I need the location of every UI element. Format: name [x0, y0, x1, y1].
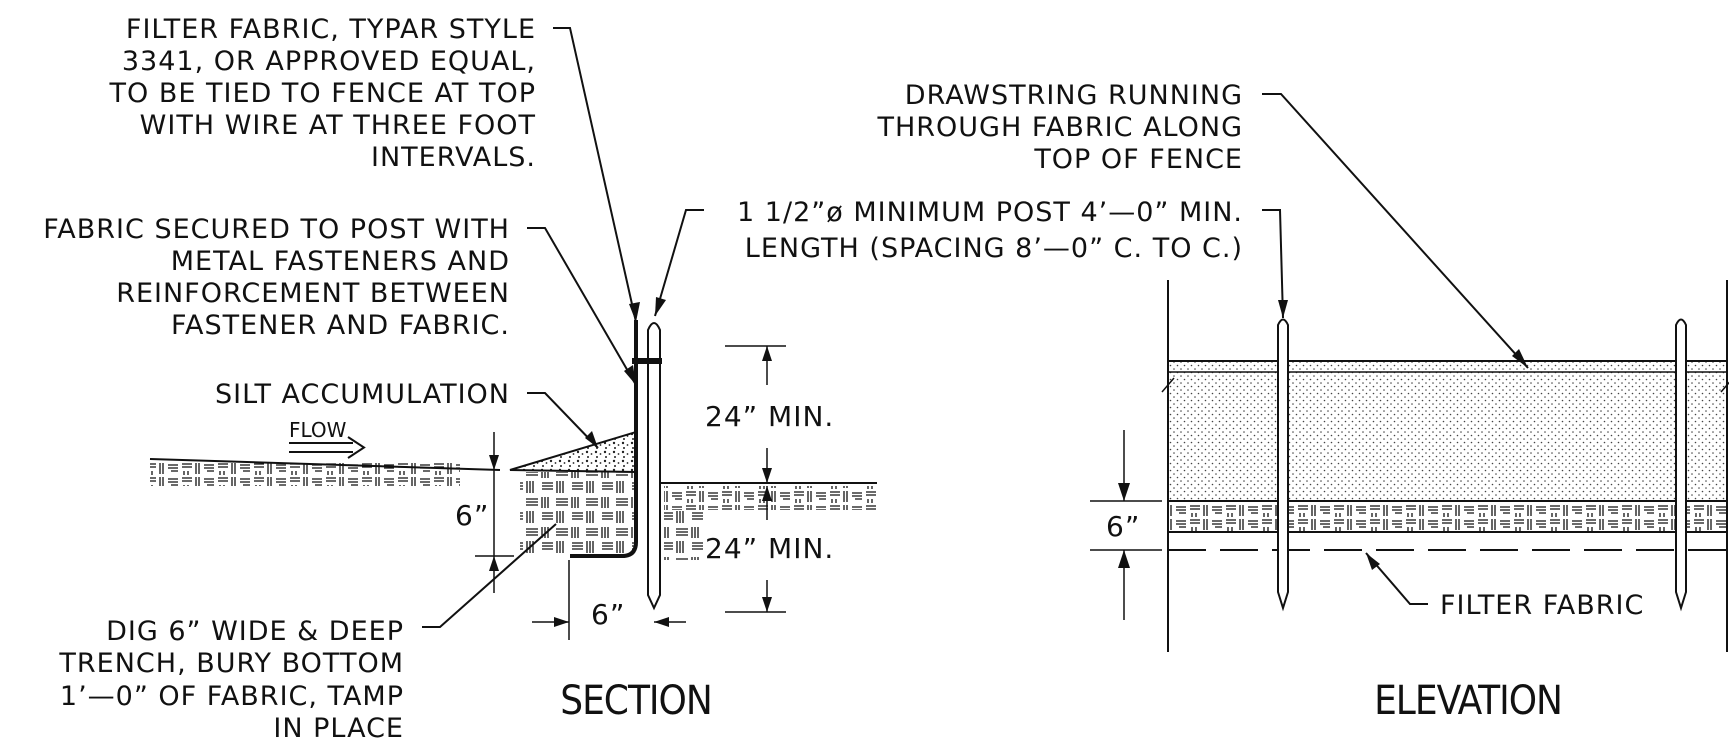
fabric-panel: [1167, 360, 1728, 502]
ground-edges: [1168, 500, 1727, 533]
flow-label: FLOW: [289, 418, 347, 442]
note-line: METAL FASTENERS AND: [171, 246, 510, 277]
arrowhead: [1366, 553, 1380, 570]
dim-trench-depth: 6”: [455, 499, 489, 532]
dim-arrows: [762, 486, 772, 612]
fabric-line: [570, 320, 638, 558]
elevation-ground: [1168, 504, 1727, 532]
dim-line-elev: [1090, 430, 1162, 620]
silt-wedge: [509, 430, 637, 474]
note-line: REINFORCEMENT BETWEEN: [116, 278, 510, 309]
flow-indicator: FLOW: [289, 418, 366, 459]
section-fence: [570, 320, 662, 611]
note-line: DRAWSTRING RUNNING: [905, 80, 1243, 111]
post-section: [647, 322, 661, 611]
note-line: WITH WIRE AT THREE FOOT: [140, 110, 536, 141]
leader-post-elevation: [1262, 209, 1284, 319]
note-line: SILT ACCUMULATION: [215, 379, 510, 410]
dim-arrows: [1118, 483, 1130, 568]
leader-dig-trench: [422, 523, 557, 628]
note-line: TRENCH, BURY BOTTOM: [58, 648, 404, 679]
note-line: THROUGH FABRIC ALONG: [876, 112, 1243, 143]
note-line: 3341, OR APPROVED EQUAL,: [122, 46, 536, 77]
arrowhead: [1512, 349, 1528, 368]
dim-arrows: [762, 346, 772, 483]
note-filter-fabric: FILTER FABRIC, TYPAR STYLE 3341, OR APPR…: [109, 14, 640, 323]
end-ticks: [1161, 377, 1729, 393]
leader-filter-fabric: [553, 27, 637, 323]
note-line: LENGTH (SPACING 8’—0” C. TO C.): [745, 233, 1243, 264]
post-elevation-2: [1675, 318, 1687, 612]
ground-hatch-post: [664, 510, 704, 560]
ground-line-upstream: [149, 458, 501, 471]
post-elevation-1: [1277, 318, 1289, 612]
arrowhead: [1278, 300, 1288, 318]
section-dimensions: 24” MIN. 24” MIN. 6” 6”: [455, 345, 834, 640]
note-silt-accumulation: SILT ACCUMULATION: [215, 379, 599, 449]
note-drawstring: DRAWSTRING RUNNING THROUGH FABRIC ALONG …: [876, 80, 1529, 369]
note-line: TO BE TIED TO FENCE AT TOP: [109, 78, 536, 109]
leader-silt: [527, 392, 599, 449]
arrowhead: [624, 365, 636, 385]
note-line: FABRIC SECURED TO POST WITH: [43, 214, 510, 245]
title-section: SECTION: [560, 678, 712, 724]
note-line: FILTER FABRIC: [1440, 590, 1644, 621]
leader-post-section: [654, 209, 704, 317]
arrowhead: [655, 297, 666, 316]
note-line: FILTER FABRIC, TYPAR STYLE: [126, 14, 536, 45]
note-line: DIG 6” WIDE & DEEP: [106, 616, 404, 647]
note-fabric-secured: FABRIC SECURED TO POST WITH METAL FASTEN…: [43, 214, 637, 386]
arrowhead: [629, 302, 640, 322]
leader-fabric-secured: [527, 227, 637, 386]
note-line: FASTENER AND FABRIC.: [171, 310, 510, 341]
note-line: TOP OF FENCE: [1033, 144, 1243, 175]
elevation-dimension: 6”: [1090, 430, 1162, 620]
note-dig-trench: DIG 6” WIDE & DEEP TRENCH, BURY BOTTOM 1…: [58, 523, 557, 744]
leader-filter-fabric-elev: [1365, 552, 1428, 605]
note-line: INTERVALS.: [371, 142, 536, 173]
title-elevation: ELEVATION: [1374, 678, 1562, 724]
dim-below-grade: 24” MIN.: [705, 532, 834, 565]
flow-arrow-shaft: [289, 442, 353, 453]
section-ground: [149, 430, 877, 560]
leader-drawstring: [1262, 93, 1529, 369]
elevation-view: [1161, 280, 1729, 652]
fastener: [632, 358, 662, 364]
note-post: 1 1/2”ø MINIMUM POST 4’—0” MIN. LENGTH (…: [654, 197, 1288, 319]
note-line: 1 1/2”ø MINIMUM POST 4’—0” MIN.: [737, 197, 1243, 228]
note-line: 1’—0” OF FABRIC, TAMP: [60, 681, 404, 712]
dim-elev-depth: 6”: [1106, 510, 1140, 543]
dim-above-grade: 24” MIN.: [705, 400, 834, 433]
flow-arrow-head: [347, 436, 366, 459]
dim-trench-width: 6”: [591, 598, 625, 631]
ground-hatch: [150, 462, 460, 486]
note-filter-fabric-elev: FILTER FABRIC: [1365, 552, 1644, 621]
note-line: IN PLACE: [273, 713, 404, 744]
